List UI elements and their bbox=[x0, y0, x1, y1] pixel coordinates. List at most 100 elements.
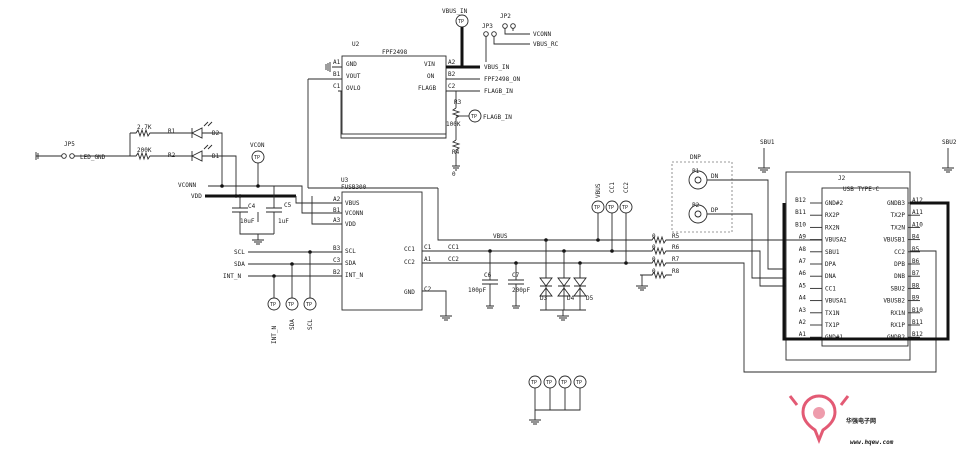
u2-pin-on: ON bbox=[427, 73, 435, 80]
u2-pinnum-a1: A1 bbox=[333, 59, 341, 66]
jp2-pin1[interactable] bbox=[502, 23, 508, 29]
r5-label: R5 bbox=[672, 233, 680, 240]
probe-p1-inner bbox=[694, 176, 702, 184]
jp5-pin1[interactable] bbox=[61, 153, 67, 159]
j2-right-pin-number: B12 bbox=[912, 331, 923, 338]
u3-body bbox=[341, 191, 423, 311]
r1-label: R1 bbox=[168, 128, 176, 135]
j2-right-pin-name: TX2N bbox=[891, 224, 906, 231]
j2-left-pin-number: B11 bbox=[795, 209, 806, 216]
u2-part: FPF2498 bbox=[382, 49, 408, 56]
r8-value: 0 bbox=[652, 268, 656, 275]
u2-pinnum-c1: C1 bbox=[333, 83, 341, 90]
tp-gnd-1-mark: TP bbox=[531, 380, 537, 386]
j2-left-pin-number: A7 bbox=[799, 258, 807, 265]
dp-label: DP bbox=[711, 207, 719, 214]
j2-right-pin-name: RX1P bbox=[891, 322, 906, 329]
tp-int-n[interactable] bbox=[267, 297, 281, 311]
u3-pinnum-b2: B2 bbox=[333, 269, 341, 276]
tp-sda[interactable] bbox=[285, 297, 299, 311]
r8-label: R8 bbox=[672, 268, 680, 275]
u2-pin-vout: VOUT bbox=[346, 73, 361, 80]
j2-left-pin-name: SBU1 bbox=[825, 249, 840, 256]
u2-ref: U2 bbox=[352, 41, 360, 48]
net-sda: SDA bbox=[234, 261, 245, 268]
tp-gnd-4-mark: TP bbox=[576, 380, 582, 386]
r3-value: 100K bbox=[446, 121, 461, 128]
tp-sda-label: SDA bbox=[289, 319, 296, 330]
tp-cc1-label: CC1 bbox=[609, 182, 616, 193]
u2-pin-vin: VIN bbox=[424, 61, 435, 68]
tp-int-n-mark: TP bbox=[270, 302, 276, 308]
tp-vcon-mark: TP bbox=[254, 155, 260, 161]
j2-right-pin-name: RX1N bbox=[891, 310, 906, 317]
bottom-testpoints: TP TP TP TP bbox=[528, 375, 587, 425]
j2-right-pin-number: B7 bbox=[912, 270, 920, 277]
tp-int-n-label: INT_N bbox=[271, 326, 278, 344]
c4-value: 10uF bbox=[240, 218, 255, 225]
tp-vbus-label: VBUS bbox=[595, 183, 602, 198]
j2-right-pin-name: GNDB3 bbox=[887, 200, 905, 207]
tp-gnd-2-mark: TP bbox=[546, 380, 552, 386]
u3-pinnum-b3: B3 bbox=[333, 245, 341, 252]
u2-load-switch: U2 FPF2498 GND VOUT OVLO VIN ON FLAGB A1… bbox=[333, 41, 456, 135]
u3-pinnum-c3: C3 bbox=[333, 257, 341, 264]
jp3-pin2[interactable] bbox=[491, 31, 497, 37]
j2-right-pin-number: B11 bbox=[912, 319, 923, 326]
tp-sda-mark: TP bbox=[288, 302, 294, 308]
dnp-box bbox=[671, 161, 733, 233]
jp5-pin2[interactable] bbox=[69, 153, 75, 159]
p1-label: P1 bbox=[692, 168, 700, 175]
c5-value: 1uF bbox=[278, 218, 289, 225]
j2-left-pin-name: RX2N bbox=[825, 224, 840, 231]
u2-pinnum-b1: B1 bbox=[333, 71, 341, 78]
c5-label: C5 bbox=[284, 202, 292, 209]
jp3-pin1[interactable] bbox=[483, 31, 489, 37]
j2-left-pin-number: B10 bbox=[795, 221, 806, 228]
jp2-pin2[interactable] bbox=[510, 23, 516, 29]
j2-left-pin-name: CC1 bbox=[825, 285, 836, 292]
r4-value: 0 bbox=[452, 171, 456, 178]
jp3-label: JP3 bbox=[482, 23, 493, 30]
j2-left-pin-number: A4 bbox=[799, 295, 807, 302]
u2-pin-ovlo: OVLO bbox=[346, 85, 361, 92]
r2-value: 200K bbox=[137, 147, 152, 154]
tp-vbus-in-mark: TP bbox=[458, 19, 464, 25]
u3-pin-cc2: CC2 bbox=[404, 259, 415, 266]
net-vbus-in-right: VBUS_IN bbox=[484, 64, 510, 71]
r5-value: 0 bbox=[652, 233, 656, 240]
j2-left-pin-number: A1 bbox=[799, 331, 807, 338]
r6-label: R6 bbox=[672, 244, 680, 251]
c6-label: C6 bbox=[484, 272, 492, 279]
u2-pin-gnd: GND bbox=[346, 61, 357, 68]
u3-part: FUSB300 bbox=[341, 184, 367, 191]
j2-right-pin-number: A11 bbox=[912, 209, 923, 216]
d2-label: D2 bbox=[212, 130, 220, 137]
net-scl: SCL bbox=[234, 249, 245, 256]
j2-left-pin-name: RX2P bbox=[825, 212, 840, 219]
j2-left-pin-number: A5 bbox=[799, 282, 807, 289]
p2-label: P2 bbox=[692, 202, 700, 209]
j2-body bbox=[821, 187, 909, 347]
u2-pinnum-a2: A2 bbox=[448, 59, 456, 66]
j2-left-pin-number: A3 bbox=[799, 307, 807, 314]
hqew-watermark: 华强电子网 www.hqew.com bbox=[788, 394, 894, 446]
j2-right-pin-name: VBUSB1 bbox=[883, 237, 905, 244]
c6-value: 100pF bbox=[468, 287, 486, 294]
u2-pinnum-c2: C2 bbox=[448, 83, 456, 90]
tp-scl[interactable] bbox=[303, 297, 317, 311]
tp-scl-label: SCL bbox=[307, 319, 314, 330]
net-int-n: INT_N bbox=[223, 273, 241, 280]
d5-label: D5 bbox=[586, 295, 594, 302]
u3-pinnum-a1: A1 bbox=[424, 256, 432, 263]
net-fpf2498-on: FPF2498_ON bbox=[484, 76, 521, 83]
u3-pin-int-n: INT_N bbox=[345, 272, 363, 279]
tp-flagb-in[interactable] bbox=[468, 109, 482, 123]
u3-pin-vbus: VBUS bbox=[345, 200, 360, 207]
j2-right-pin-number: B10 bbox=[912, 307, 923, 314]
net-flagb-in: FLAGB_IN bbox=[484, 88, 513, 95]
u3-ref: U3 bbox=[341, 177, 349, 184]
j2-right-pin-number: A12 bbox=[912, 197, 923, 204]
j2-right-pin-number: B8 bbox=[912, 282, 920, 289]
u3-usb-c-controller: U3 FUSB300 VBUS VCONN VDD SCL SDA INT_N … bbox=[333, 177, 432, 311]
